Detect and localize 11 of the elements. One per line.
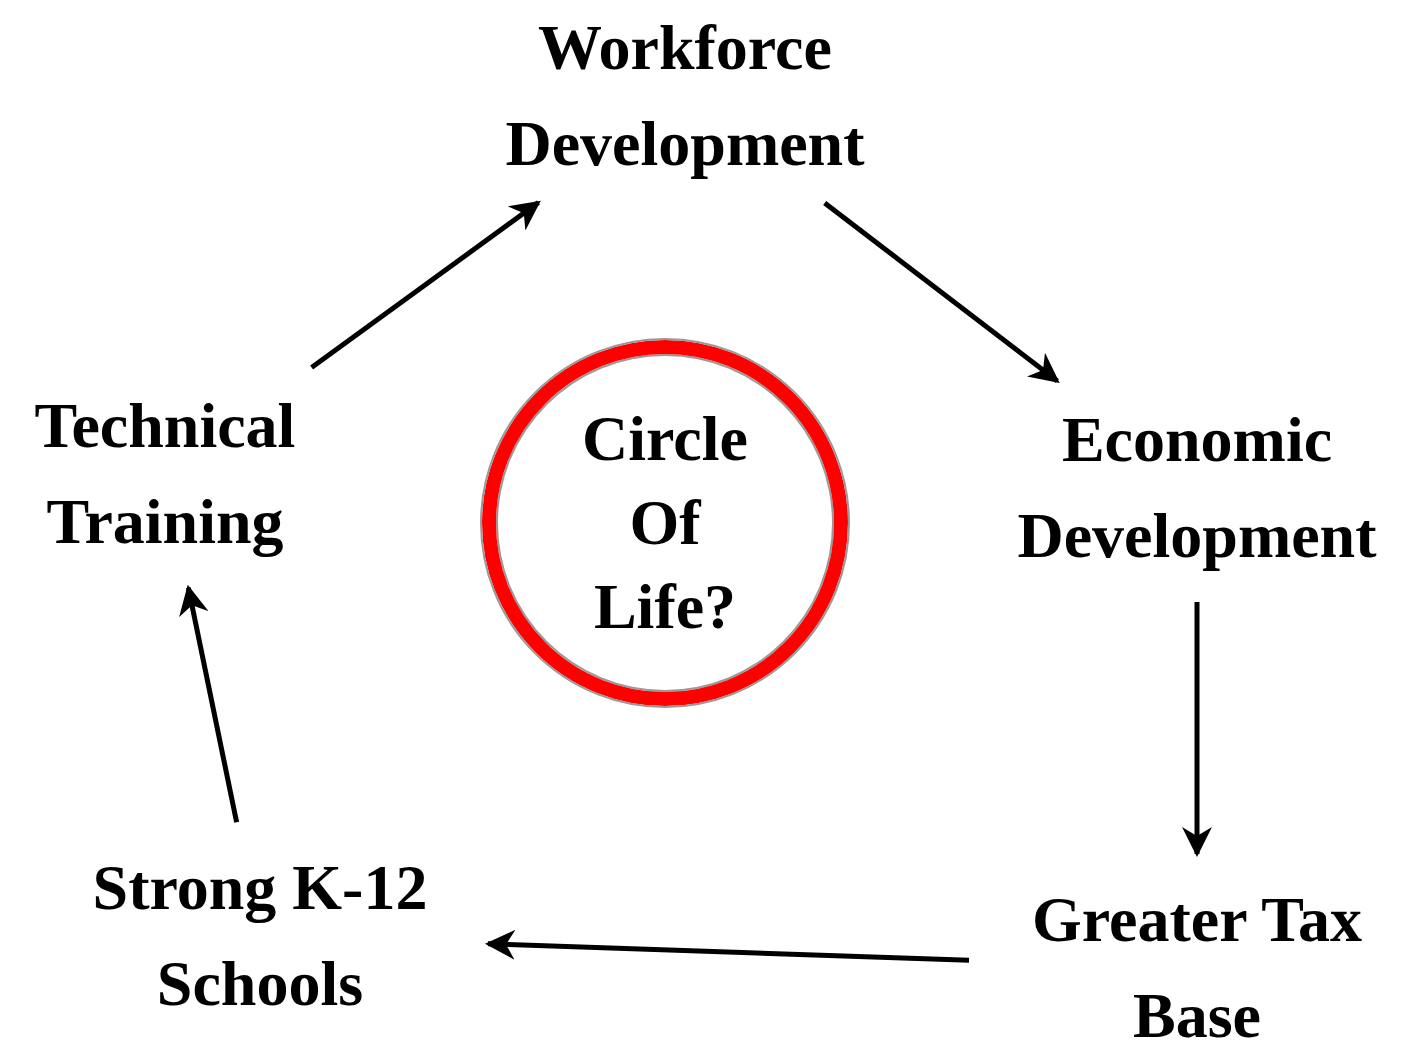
arrow <box>823 200 1060 384</box>
cycle-label: Greater Tax Base <box>987 872 1407 1045</box>
arrow <box>179 584 240 823</box>
cycle-label: Technical Training <box>0 378 330 570</box>
cycle-label: Strong K-12 Schools <box>50 840 470 1032</box>
cycle-label: Workforce Development <box>450 0 920 192</box>
circle-text: Circle Of Life? <box>581 402 749 644</box>
arrow <box>310 200 541 370</box>
arrow <box>1182 602 1212 857</box>
cycle-label: Economic Development <box>977 392 1417 584</box>
arrow <box>485 929 970 963</box>
